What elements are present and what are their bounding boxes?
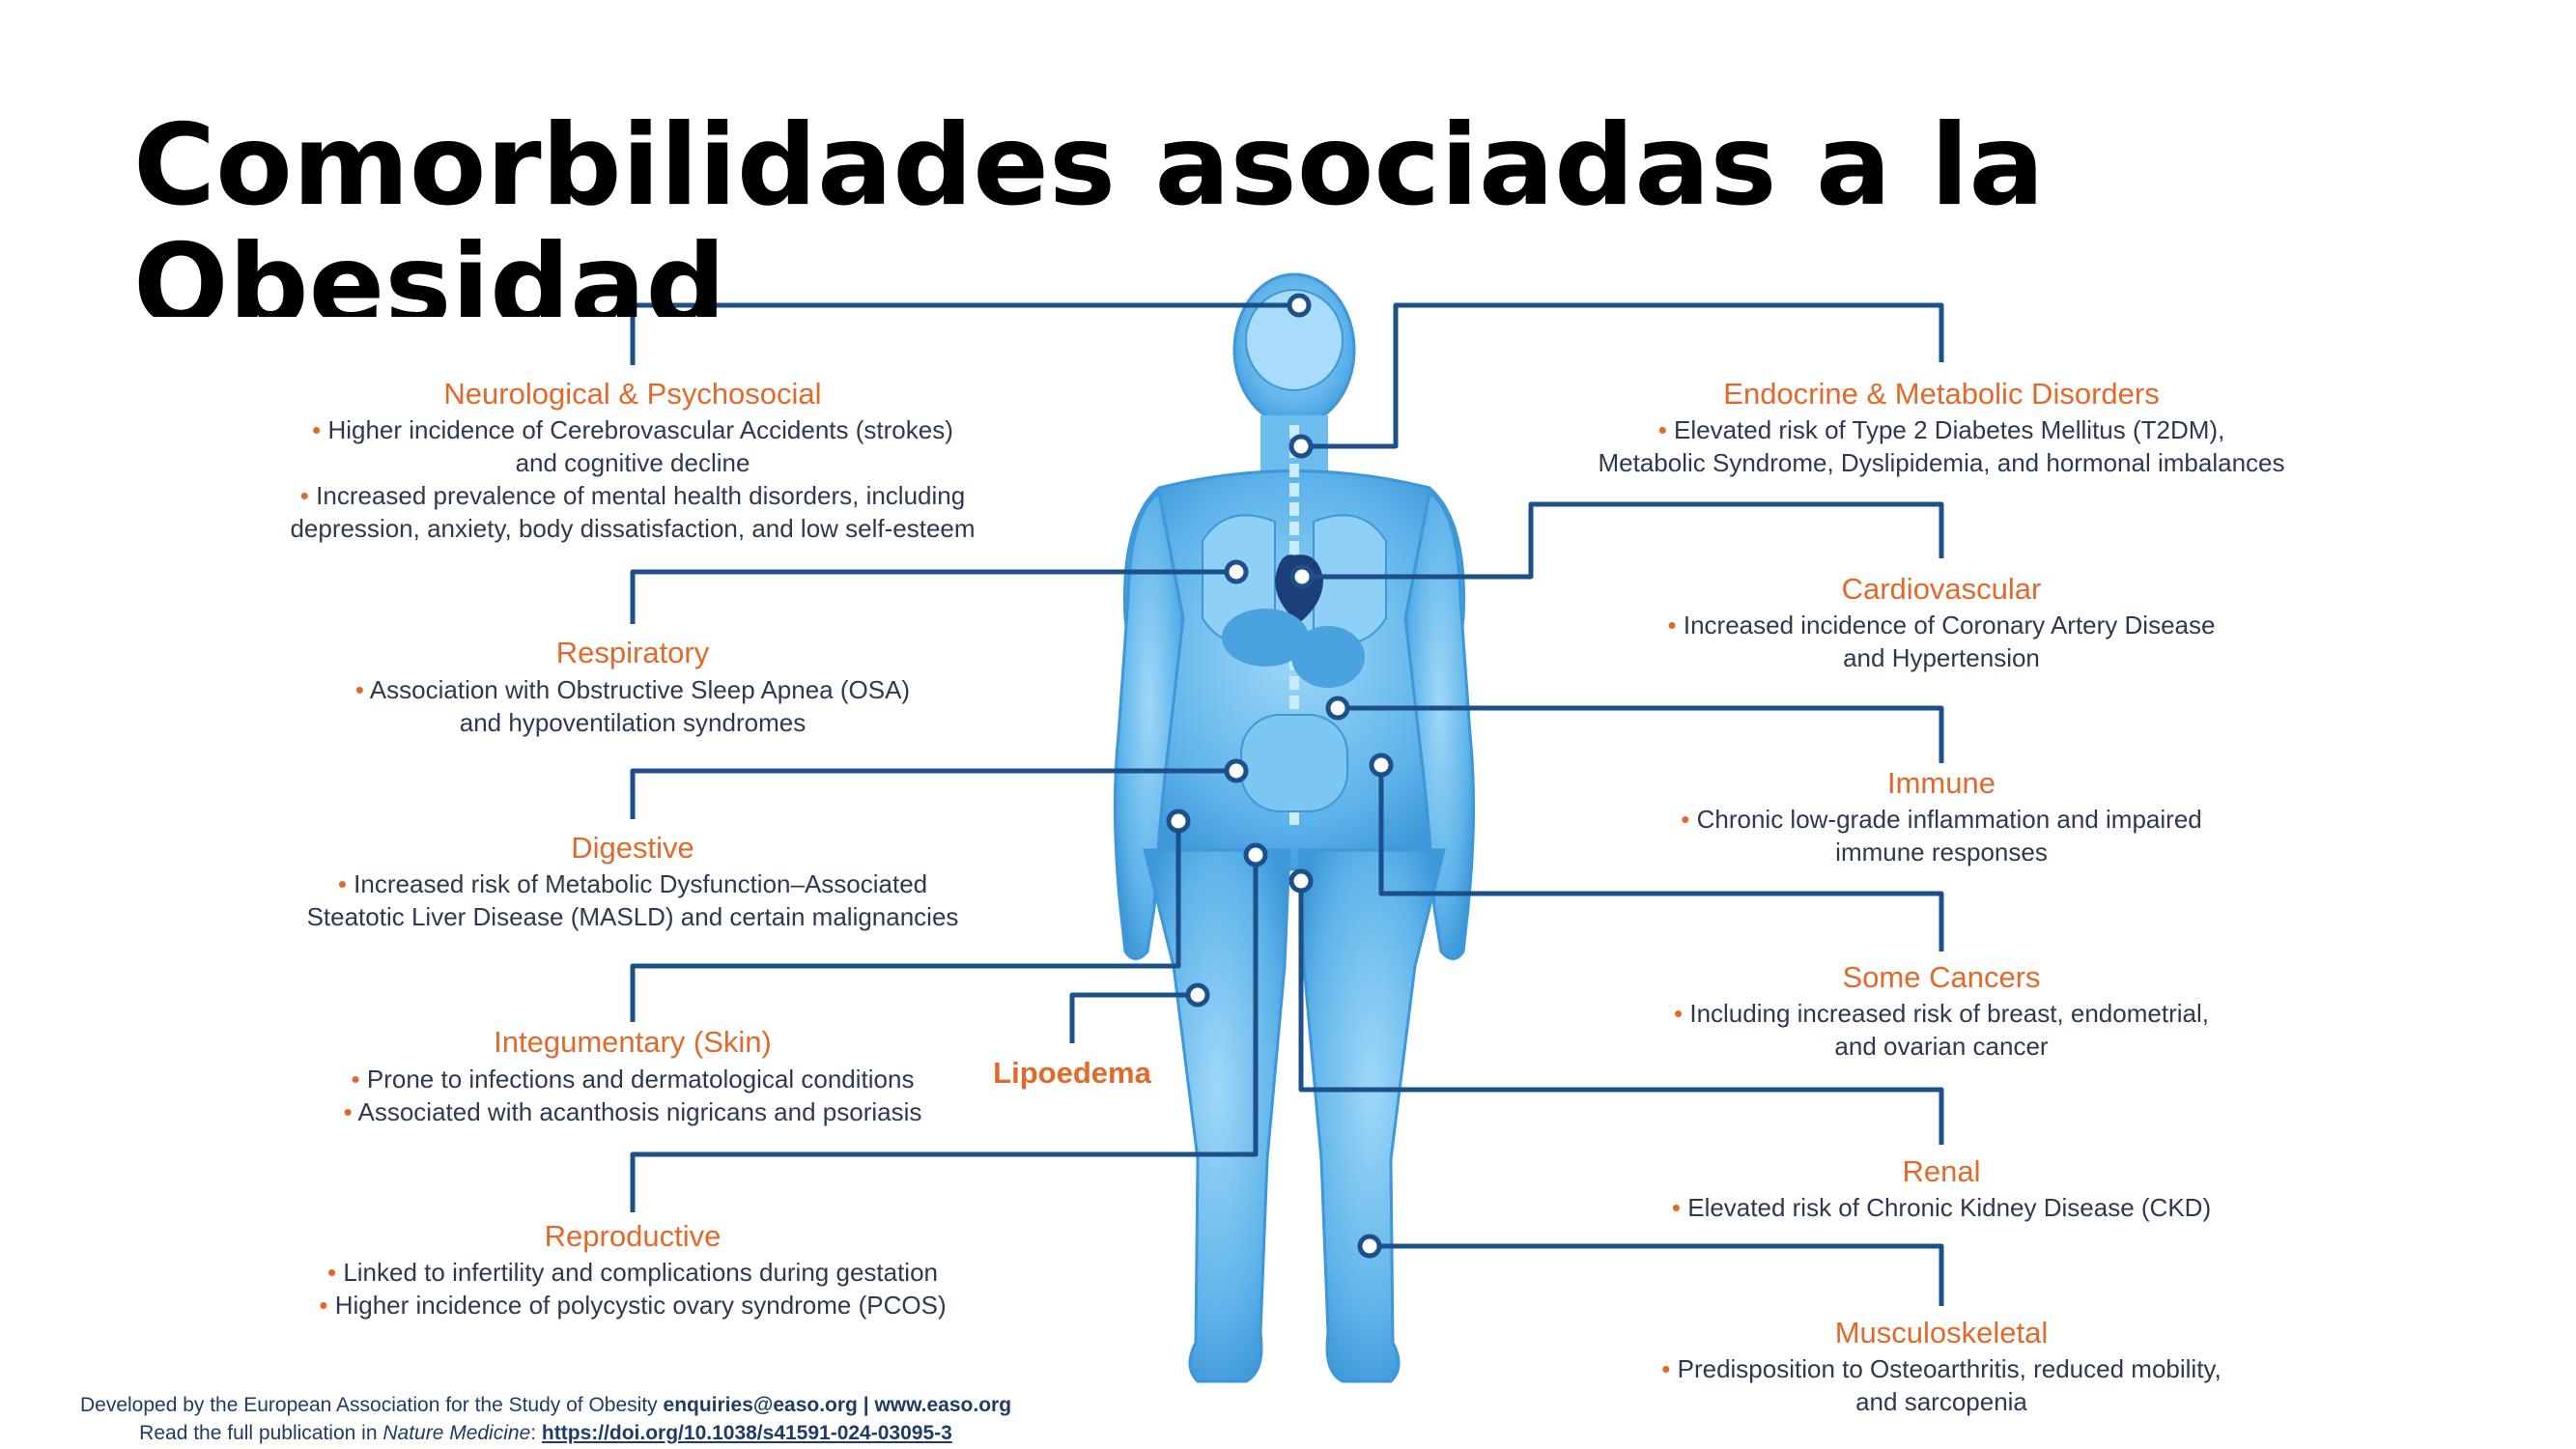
connector-cancer (1378, 765, 1944, 952)
resp-line-1: • Association with Obstructive Sleep Apn… (354, 675, 911, 704)
section-body-respiratory: • Association with Obstructive Sleep Apn… (198, 673, 1067, 739)
section-body-reproductive: • Linked to infertility and complication… (198, 1256, 1067, 1321)
connector-skin (630, 821, 1181, 1022)
dig-line-1: • Increased risk of Metabolic Dysfunctio… (337, 869, 928, 898)
connector-musc (1370, 1243, 1944, 1306)
section-title-endocrine: Endocrine & Metabolic Disorders (1723, 377, 2160, 411)
connector-lines (630, 302, 1944, 1306)
connector-renal (1298, 881, 1944, 1145)
stomach-shape (1291, 626, 1365, 688)
neuro-line-3: • Increased prevalence of mental health … (299, 481, 966, 510)
section-title-reproductive: Reproductive (544, 1219, 722, 1253)
section-title-integumentary: Integumentary (Skin) (494, 1025, 772, 1059)
section-body-cancers: • Including increased risk of breast, en… (1507, 997, 2376, 1063)
neuro-line-2: and cognitive decline (515, 448, 750, 477)
footer-doi-link[interactable]: https://doi.org/10.1038/s41591-024-03095… (541, 1422, 952, 1444)
connector-endo (1301, 302, 1944, 449)
brain-shape (1245, 289, 1344, 391)
connector-lipo (1069, 992, 1198, 1043)
neuro-line-1: • Higher incidence of Cerebrovascular Ac… (312, 415, 953, 444)
connector-immune (1338, 705, 1944, 763)
musc-line-2: and sarcopenia (1855, 1387, 2027, 1416)
page-title: Comorbilidades asociadas a la Obesidad (133, 106, 2045, 317)
section-title-cardiovascular: Cardiovascular (1841, 572, 2042, 606)
connector-repro (630, 855, 1259, 1212)
footer-credit: Developed by the European Association fo… (19, 1391, 1072, 1447)
neuro-line-4: depression, anxiety, body dissatisfactio… (290, 514, 976, 543)
section-title-musculoskeletal: Musculoskeletal (1834, 1316, 2049, 1350)
section-body-endocrine: • Elevated risk of Type 2 Diabetes Melli… (1507, 413, 2376, 479)
footer-email-link[interactable]: enquiries@easo.org (663, 1394, 858, 1416)
intestines-shape (1240, 714, 1348, 812)
connector-dig (630, 768, 1236, 819)
section-body-renal: • Elevated risk of Chronic Kidney Diseas… (1507, 1191, 2376, 1224)
label-lipoedema: Lipoedema (993, 1056, 1151, 1090)
section-body-cardiovascular: • Increased incidence of Coronary Artery… (1507, 609, 2376, 674)
skin-line-1: • Prone to infections and dermatological… (351, 1065, 915, 1094)
renal-line-1: • Elevated risk of Chronic Kidney Diseas… (1671, 1193, 2212, 1222)
liver-shape (1222, 609, 1309, 667)
repro-line-2: • Higher incidence of polycystic ovary s… (319, 1291, 947, 1320)
section-body-neurological: • Higher incidence of Cerebrovascular Ac… (198, 413, 1067, 545)
cardio-line-2: and Hypertension (1843, 643, 2040, 672)
skin-line-2: • Associated with acanthosis nigricans a… (343, 1097, 922, 1126)
footer-website-link[interactable]: www.easo.org (874, 1394, 1012, 1416)
section-title-respiratory: Respiratory (555, 636, 710, 669)
connector-neuro (630, 302, 1299, 365)
section-body-digestive: • Increased risk of Metabolic Dysfunctio… (198, 867, 1067, 933)
connector-resp (630, 569, 1236, 624)
section-title-digestive: Digestive (571, 831, 694, 865)
endo-line-1: • Elevated risk of Type 2 Diabetes Melli… (1657, 415, 2225, 444)
section-title-cancers: Some Cancers (1842, 960, 2041, 994)
footer-line-2: Read the full publication in Nature Medi… (139, 1422, 952, 1444)
section-title-renal: Renal (1902, 1154, 1981, 1188)
section-body-immune: • Chronic low-grade inflammation and imp… (1507, 803, 2376, 868)
connector-cardio (1302, 501, 1944, 580)
connector-nodes (1166, 293, 1394, 1259)
cancer-line-2: and ovarian cancer (1834, 1032, 2049, 1061)
footer-line-1: Developed by the European Association fo… (79, 1394, 1012, 1416)
endo-line-2: Metabolic Syndrome, Dyslipidemia, and ho… (1598, 448, 2285, 477)
resp-line-2: and hypoventilation syndromes (459, 708, 807, 737)
cancer-line-1: • Including increased risk of breast, en… (1674, 999, 2209, 1028)
immune-line-2: immune responses (1835, 838, 2048, 867)
section-title-neurological: Neurological & Psychosocial (443, 377, 822, 411)
dig-line-2: Steatotic Liver Disease (MASLD) and cert… (306, 902, 959, 931)
section-title-immune: Immune (1887, 766, 1996, 800)
repro-line-1: • Linked to infertility and complication… (326, 1258, 939, 1287)
section-body-musculoskeletal: • Predisposition to Osteoarthritis, redu… (1507, 1352, 2376, 1418)
immune-line-1: • Chronic low-grade inflammation and imp… (1681, 805, 2202, 834)
cardio-line-1: • Increased incidence of Coronary Artery… (1667, 611, 2216, 639)
musc-line-1: • Predisposition to Osteoarthritis, redu… (1661, 1354, 2222, 1383)
section-body-integumentary: • Prone to infections and dermatological… (198, 1063, 1067, 1128)
